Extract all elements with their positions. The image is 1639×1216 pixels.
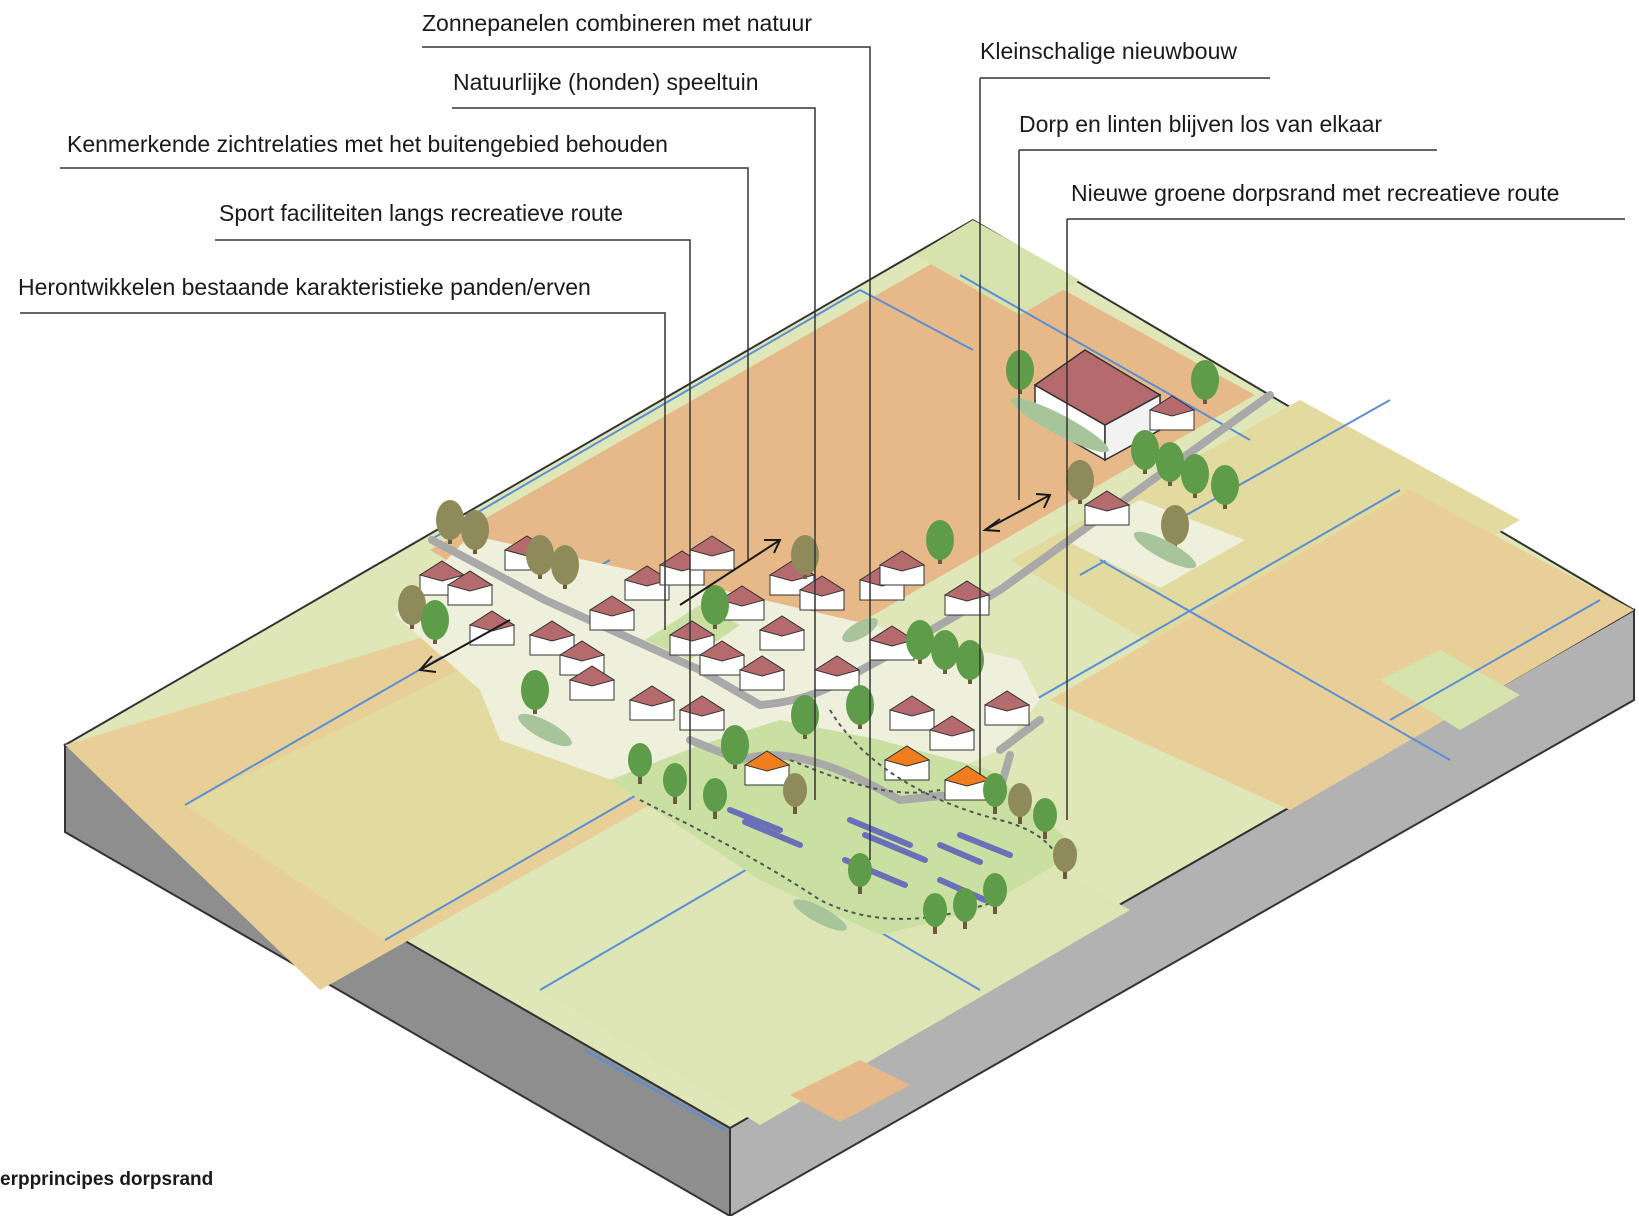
new-houses: [743, 745, 991, 801]
figure-caption: erpprincipes dorpsrand: [0, 1169, 214, 1190]
leader-lines: [20, 46, 1625, 860]
houses: [418, 490, 1131, 751]
view-arrows: [418, 493, 1052, 673]
hedges: [518, 397, 1197, 931]
annotation-speeltuin: Natuurlijke (honden) speeltuin: [453, 69, 759, 95]
annotation-nieuwbouw: Kleinschalige nieuwbouw: [980, 38, 1237, 64]
annotation-sport: Sport faciliteiten langs recreatieve rou…: [219, 200, 623, 226]
annotation-zonnepanelen: Zonnepanelen combineren met natuur: [422, 10, 812, 36]
annotation-linten: Dorp en linten blijven los van elkaar: [1019, 111, 1383, 137]
annotation-dorpsrand: Nieuwe groene dorpsrand met recreatieve …: [1071, 180, 1560, 206]
annotation-herontwikkelen: Herontwikkelen bestaande karakteristieke…: [18, 274, 591, 300]
trees: [398, 350, 1239, 934]
annotation-zichtrelaties: Kenmerkende zichtrelaties met het buiten…: [67, 131, 668, 157]
